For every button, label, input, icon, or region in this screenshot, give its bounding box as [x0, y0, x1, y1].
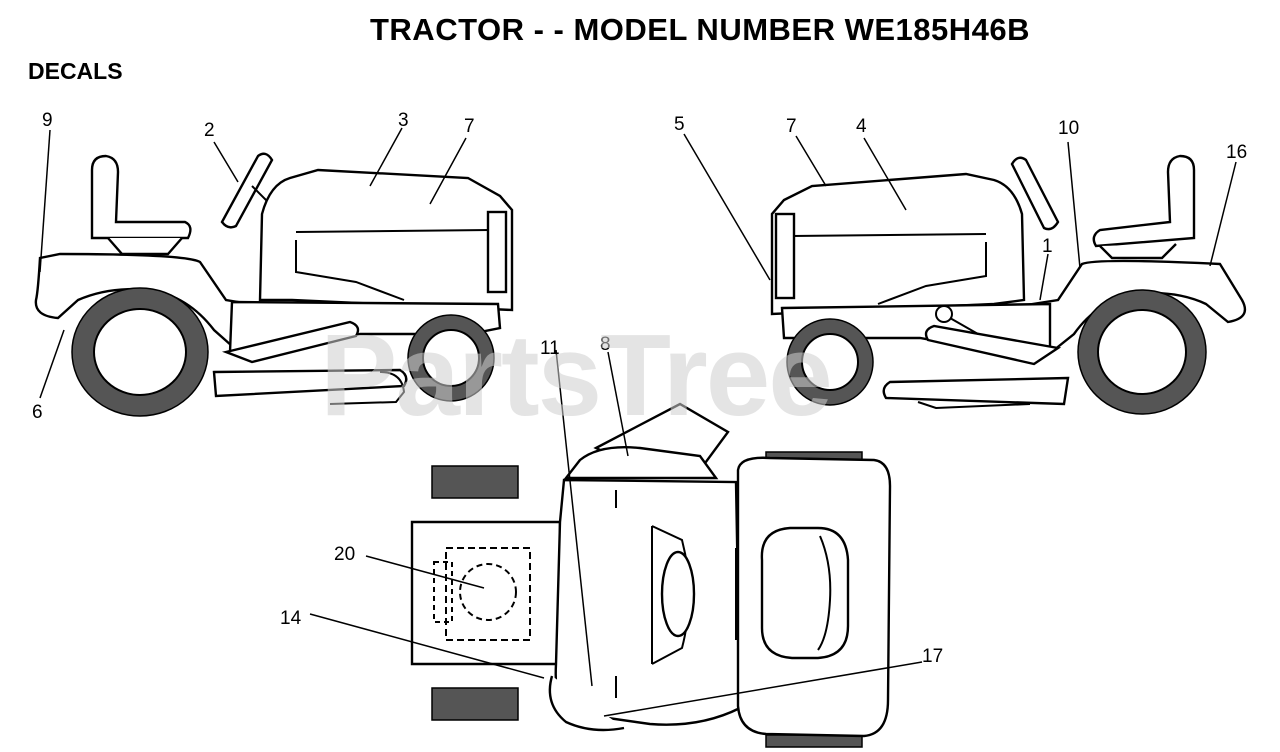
leader-4 — [863, 137, 907, 211]
leader-11 — [555, 349, 593, 687]
callout-9: 9 — [42, 110, 53, 131]
fuel-cap-decal — [459, 563, 517, 621]
section-label: DECALS — [28, 58, 123, 84]
control-lever — [949, 317, 979, 335]
callout-11: 11 — [540, 338, 560, 359]
leader-2 — [213, 141, 239, 183]
hood — [770, 172, 1026, 316]
callout-8: 8 — [600, 334, 611, 355]
leader-7 — [429, 137, 467, 205]
callout-7-right: 7 — [786, 116, 797, 137]
leader-9 — [39, 129, 51, 273]
leader-5 — [683, 133, 771, 281]
front-tire — [407, 314, 495, 402]
leader-16 — [1209, 161, 1237, 267]
mower-deck — [212, 368, 408, 398]
rear-fender-top — [410, 520, 562, 666]
hood-grille — [760, 526, 850, 660]
decal-area-side — [433, 561, 453, 623]
rear-tire-right — [431, 687, 519, 721]
callout-6: 6 — [32, 402, 43, 423]
seat — [1092, 154, 1196, 248]
control-knob — [935, 305, 953, 323]
leader-10 — [1067, 141, 1081, 269]
hood-panel-lines — [791, 233, 987, 305]
leader-3 — [369, 127, 403, 187]
tractor-right-side-view — [770, 154, 1247, 415]
leader-20 — [365, 555, 485, 589]
seat-base — [107, 237, 183, 256]
hood-panel-lines — [295, 229, 491, 301]
grille — [486, 210, 508, 294]
seat-base — [1099, 243, 1177, 260]
callout-labels: 9 2 3 7 6 5 7 4 10 16 1 11 8 20 14 17 — [32, 110, 1247, 667]
center-body — [554, 478, 742, 726]
callout-7: 7 — [464, 116, 475, 137]
rear-tire-left — [431, 465, 519, 499]
leader-17 — [603, 661, 923, 717]
leader-14 — [309, 613, 545, 679]
callout-1: 1 — [1042, 236, 1053, 257]
foot-pedal — [924, 324, 1062, 366]
diagram-title: TRACTOR - - MODEL NUMBER WE185H46B — [369, 12, 1031, 47]
leader-8 — [607, 351, 629, 457]
tractor-top-view — [410, 402, 892, 748]
callout-17: 17 — [922, 646, 943, 667]
steering-wheel — [220, 152, 274, 229]
deck-linkage — [329, 371, 406, 405]
callout-14: 14 — [280, 608, 302, 629]
tractor-left-side-view — [34, 152, 514, 417]
front-tire — [786, 318, 874, 406]
callout-20: 20 — [334, 544, 355, 565]
foot-pedal — [221, 320, 360, 364]
callout-10: 10 — [1058, 118, 1079, 139]
hood — [258, 168, 514, 312]
steering-hub — [660, 550, 696, 638]
callout-4: 4 — [856, 116, 867, 137]
mower-deck — [882, 376, 1070, 406]
leader-6 — [39, 329, 65, 399]
callout-5: 5 — [674, 114, 685, 135]
steering-wheel — [1010, 156, 1060, 231]
callout-3: 3 — [398, 110, 409, 131]
seat-top — [563, 446, 719, 480]
deck-linkage — [917, 401, 1031, 410]
grille — [774, 212, 796, 300]
seat — [90, 154, 192, 240]
callout-16: 16 — [1226, 142, 1247, 163]
leader-lines — [39, 127, 1237, 717]
callout-2: 2 — [204, 120, 215, 141]
hood-grille-highlight — [817, 535, 832, 651]
leader-1 — [1039, 253, 1049, 301]
leader-7b — [795, 135, 827, 187]
rear-tire — [1077, 289, 1207, 415]
rear-tire — [71, 287, 209, 417]
